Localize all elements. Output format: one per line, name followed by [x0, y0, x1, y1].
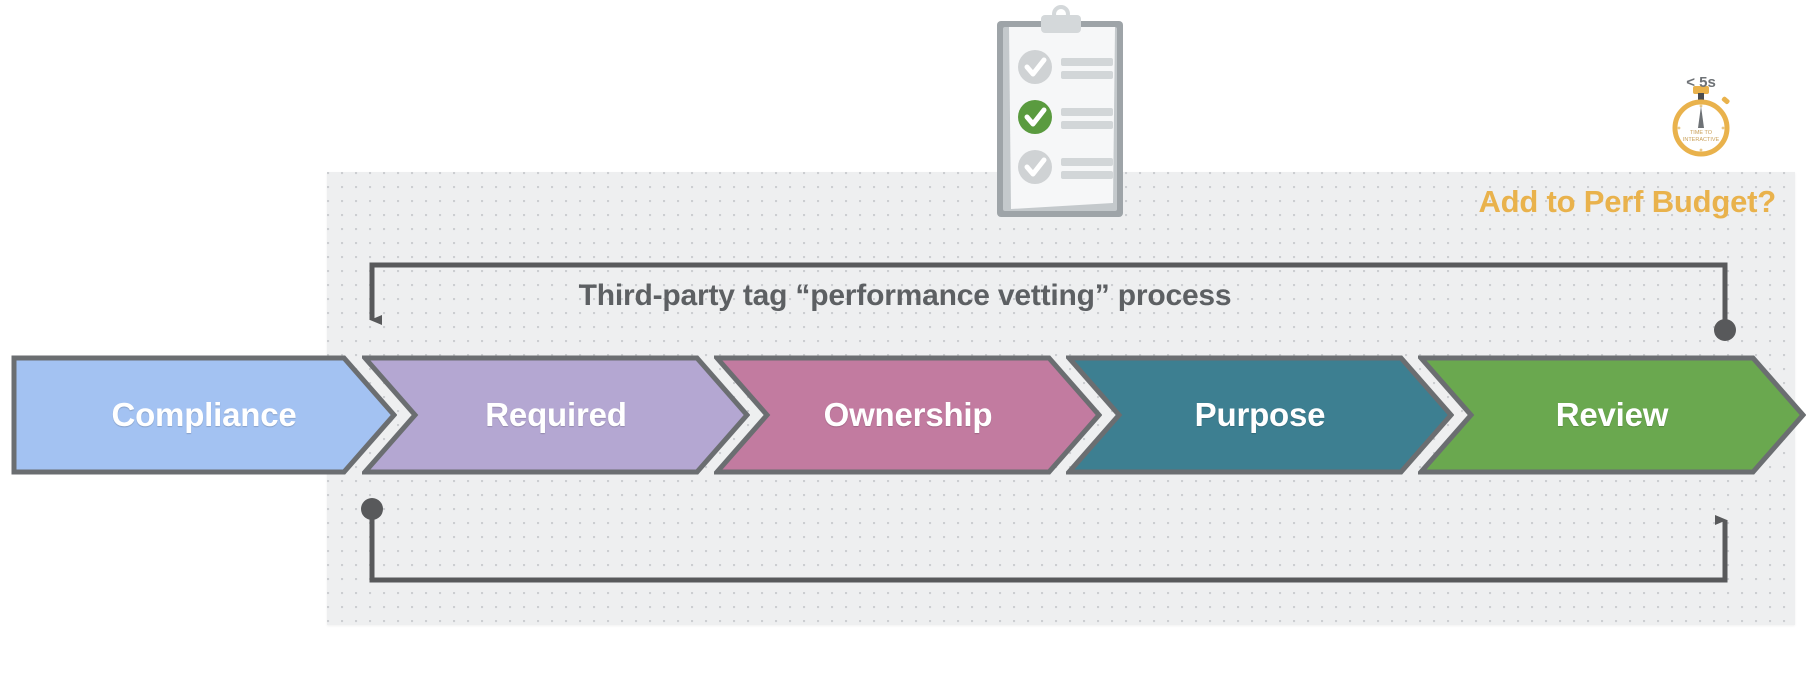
checklist-check-1 — [1018, 50, 1052, 84]
checkmark-3 — [1024, 157, 1047, 177]
chevron-shape — [11, 355, 397, 475]
process-step-required[interactable]: Required — [362, 355, 750, 475]
process-step-purpose[interactable]: Purpose — [1066, 355, 1454, 475]
clipboard-checklist-icon — [997, 5, 1123, 217]
checkmark-2 — [1024, 107, 1047, 127]
stopwatch-tick — [1677, 126, 1681, 130]
chevron-shape — [362, 355, 750, 475]
clipboard-clip-ring — [1052, 5, 1070, 23]
process-step-label: Review — [1555, 396, 1669, 433]
process-step-row: Compliance Required Ownership Purpose Re… — [0, 355, 1810, 475]
process-step-ownership[interactable]: Ownership — [714, 355, 1102, 475]
stopwatch-icon: TIME TO INTERACTIVE — [1672, 86, 1730, 157]
process-step-label: Compliance — [111, 396, 297, 433]
stopwatch-tick — [1699, 104, 1703, 108]
stopwatch-inner-line2: INTERACTIVE — [1683, 137, 1720, 143]
checkmark-1 — [1024, 57, 1047, 77]
checklist-line-3a — [1061, 158, 1113, 166]
process-step-label: Required — [485, 396, 627, 433]
process-step-compliance[interactable]: Compliance — [11, 355, 397, 475]
chevron-shape — [1066, 355, 1454, 475]
stopwatch-side-button — [1721, 96, 1730, 105]
chevron-shape — [1418, 355, 1806, 475]
stopwatch-tick — [1721, 126, 1725, 130]
stopwatch-caption: < 5s — [1686, 74, 1716, 91]
checklist-check-3 — [1018, 150, 1052, 184]
chevron-shape — [714, 355, 1102, 475]
stopwatch-crown — [1693, 86, 1709, 94]
process-step-review[interactable]: Review — [1418, 355, 1806, 475]
process-title: Third-party tag “performance vetting” pr… — [578, 279, 1232, 312]
clipboard-clip — [1041, 15, 1081, 33]
checklist-line-3b — [1061, 171, 1113, 179]
stopwatch-stem — [1698, 93, 1704, 101]
stopwatch-inner-line1: TIME TO — [1690, 130, 1713, 136]
checklist-check-2 — [1018, 100, 1052, 134]
checklist-line-1a — [1061, 58, 1113, 66]
checklist-line-2b — [1061, 121, 1113, 129]
add-to-perf-budget-label: Add to Perf Budget? — [1478, 184, 1776, 219]
checklist-line-2a — [1061, 108, 1113, 116]
stopwatch-hand — [1698, 106, 1704, 128]
process-step-label: Purpose — [1194, 396, 1326, 433]
checklist-line-1b — [1061, 71, 1113, 79]
stopwatch-tick — [1699, 148, 1703, 152]
process-step-label: Ownership — [823, 396, 993, 433]
